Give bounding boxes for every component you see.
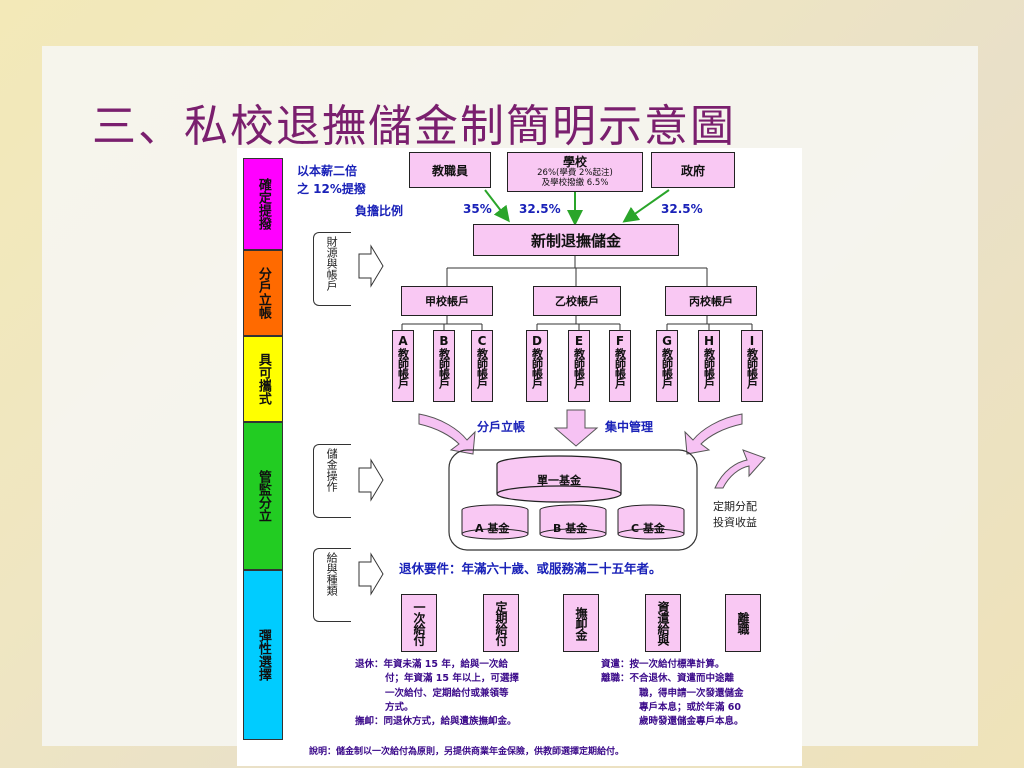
school-rate-line1: 26%(學費 2%起注) [537,168,613,179]
school-rate-line2: 及學校撥繳 6.5% [541,177,609,188]
severance-box: 資遣給與 [645,594,681,652]
teacher-letter: C [477,334,487,348]
note-line: 撫卹：同退休方式，給與遺族撫卹金。 [355,716,517,727]
note-line: 資遣：按一次給付標準計算。 [601,659,725,670]
note-line: 退休：年資未滿 15 年，給與一次給 [355,659,508,670]
teacher-account: B 教師帳戶 [433,330,455,402]
central-management-label: 集中管理 [605,420,654,434]
teacher-label: 教師帳戶 [475,348,489,388]
footer-note: 說明：儲金制以一次給付為原則，另提供商業年金保險，供教師選擇定期給付。 [309,747,625,757]
contribution-note-line2: 之 12%提撥 [297,182,366,196]
periodic-distribution-line2: 投資收益 [713,516,757,529]
payout-bracket [313,548,351,622]
teacher-label: 教師帳戶 [613,348,627,388]
teacher-letter: A [398,334,408,348]
pct-staff: 35% [463,202,492,216]
strip-portable: 具可攜式 [243,336,283,422]
pct-government: 32.5% [661,202,703,216]
teacher-label: 教師帳戶 [572,348,586,388]
teacher-letter: E [574,334,584,348]
note-line: 職，得申請一次發還儲金 [639,687,744,699]
fund-operation-label: 儲金操作 [325,448,339,492]
resignation-box: 離職 [725,594,761,652]
school-b-account: 乙校帳戶 [533,286,621,316]
teacher-account: G 教師帳戶 [656,330,678,402]
teacher-label: 教師帳戶 [437,348,451,388]
school-c-account: 丙校帳戶 [665,286,757,316]
fund-c-label: C 基金 [631,522,665,535]
teacher-letter: F [615,334,625,348]
teacher-account: A 教師帳戶 [392,330,414,402]
source-account-label: 財源與帳戶 [325,236,339,291]
note-line: 付；年資滿 15 年以上，可選擇 [385,673,519,685]
teacher-letter: H [703,334,715,348]
staff-box: 教職員 [409,152,491,188]
teacher-account: D 教師帳戶 [526,330,548,402]
payout-type-label: 給與種類 [325,552,339,596]
note-line: 方式。 [385,701,414,713]
teacher-label: 教師帳戶 [745,348,759,388]
teacher-account: E 教師帳戶 [568,330,590,402]
note-line: 歲時發還儲金專戶本息。 [639,716,744,727]
retirement-requirement: 退休要件：年滿六十歲、或服務滿二十五年者。 [399,561,662,576]
new-pension-fund-box: 新制退撫儲金 [473,224,679,256]
teacher-account: C 教師帳戶 [471,330,493,402]
government-box: 政府 [651,152,735,188]
teacher-label: 教師帳戶 [660,348,674,388]
strip-individual-account: 分戶立帳 [243,250,283,336]
fund-a-label: A 基金 [475,522,510,535]
split-account-label: 分戶立帳 [477,420,526,434]
source-bracket [313,232,351,306]
teacher-label: 教師帳戶 [396,348,410,388]
note-line: 離職：不合退休、資遣而中途離 [601,673,735,685]
teacher-letter: D [532,334,542,348]
teacher-letter: B [439,334,449,348]
pct-school: 32.5% [519,202,561,216]
single-fund-label: 單一基金 [537,474,581,487]
note-line: 一次給付、定期給付或兼領等 [385,687,509,699]
burden-ratio-label: 負擔比例 [355,204,404,218]
lump-sum-box: 一次給付 [401,594,437,652]
fund-b-label: B 基金 [553,522,588,535]
school-title: 學校 [562,155,587,170]
teacher-letter: G [662,334,672,348]
contribution-note-line1: 以本薪二倍 [297,164,358,178]
notes-right: 資遣：按一次給付標準計算。 離職：不合退休、資遣而中途離 職，得申請一次發還儲金… [601,658,744,729]
teacher-account: F 教師帳戶 [609,330,631,402]
teacher-label: 教師帳戶 [702,348,716,388]
operation-bracket [313,444,351,518]
note-line: 專戶本息；或於年滿 60 [639,701,742,713]
notes-left: 退休：年資未滿 15 年，給與一次給 付；年資滿 15 年以上，可選擇 一次給付… [355,658,519,729]
school-box: 學校 26%(學費 2%起注) 及學校撥繳 6.5% [507,152,643,192]
periodic-payment-box: 定期給付 [483,594,519,652]
periodic-distribution-line1: 定期分配 [713,500,757,513]
school-a-account: 甲校帳戶 [401,286,493,316]
diagram-connectors [358,189,766,596]
slide-title: 三、私校退撫儲金制簡明示意圖 [92,101,736,152]
strip-defined-contribution: 確定提撥 [243,158,283,250]
strip-separate-management: 管監分立 [243,422,283,570]
teacher-account: I 教師帳戶 [741,330,763,402]
teacher-label: 教師帳戶 [530,348,544,388]
teacher-account: H 教師帳戶 [698,330,720,402]
strip-flexible-choice: 彈性選擇 [243,570,283,740]
teacher-letter: I [749,334,755,348]
survivor-benefit-box: 撫卹金 [563,594,599,652]
pension-diagram: 確定提撥 分戶立帳 具可攜式 管監分立 彈性選擇 以本薪二倍 之 12%提撥 負… [237,148,802,766]
